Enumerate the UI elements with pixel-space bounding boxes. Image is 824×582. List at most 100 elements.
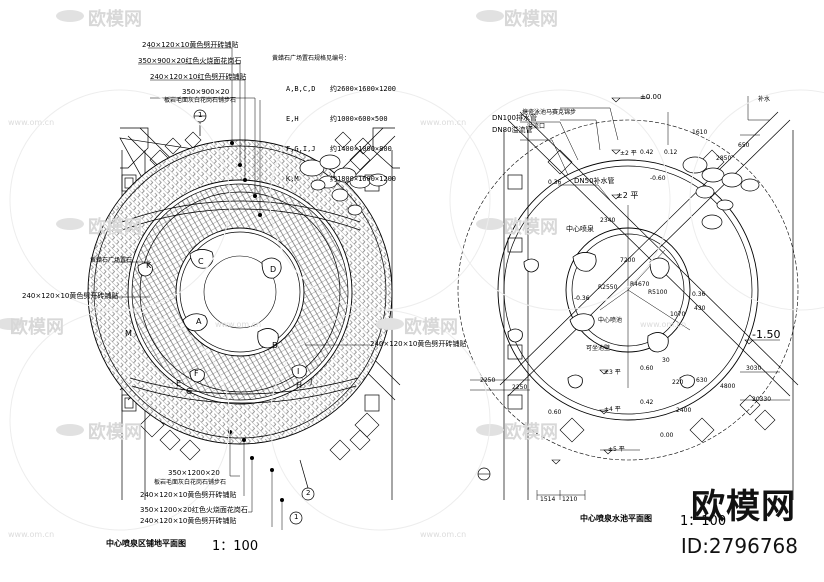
callout-bottom-5: 240×120×10黄色劈开砖铺贴: [140, 517, 237, 525]
elevation-label: ±3 平: [604, 369, 621, 376]
watermark-text: 欧模网: [88, 217, 142, 238]
callout-fountain: 中心喷泉: [566, 225, 594, 233]
dimension-label: 2340: [600, 217, 616, 224]
rock-label: E: [176, 379, 182, 388]
elevation-label: -0.36: [574, 295, 590, 302]
elevation-label: 0.36: [692, 291, 706, 298]
rock-label: K: [146, 261, 152, 270]
dimension-label: 430: [694, 305, 706, 312]
rock-label: H: [296, 381, 303, 390]
watermark-url: www.om.cn: [420, 118, 467, 127]
elevation-label: 0.12: [664, 149, 678, 156]
section-mark-label: 1: [294, 513, 299, 521]
elevation-label: 0.00: [660, 432, 674, 439]
left-leaders-bottom: [229, 432, 283, 530]
elevation-label: 0.42: [640, 399, 654, 406]
callout-seat-wall: 可坐池壁: [586, 345, 611, 352]
rock-label: J: [310, 377, 313, 386]
rock-label: M: [125, 329, 132, 338]
watermark-url: www.om.cn: [215, 320, 262, 329]
pipe-label: DN50补水管: [574, 177, 615, 185]
watermark-text: 欧模网: [404, 317, 458, 338]
callout-paving-top-4: 350×900×20: [182, 88, 230, 96]
callout-pool: 中心喷池: [598, 317, 623, 324]
dimension-label: 1610: [692, 129, 708, 136]
dimension-label: 2400: [676, 407, 692, 414]
rock-label: I: [297, 367, 300, 376]
left-boulder-cluster: [299, 154, 388, 216]
dimension-label: 2250: [480, 377, 496, 384]
callout-overflow: 溢流口: [527, 123, 546, 130]
left-section-markers: [193, 109, 315, 525]
callout-bottom-1: 350×1200×20: [168, 469, 220, 477]
watermark-text: 欧模网: [10, 317, 64, 338]
callout-left-rock: 黄蜡石广场置石: [90, 257, 133, 264]
elevation-label: ±4 平: [604, 406, 621, 413]
dimension-label: 650: [738, 142, 750, 149]
elev-top: ±0.00: [640, 93, 662, 101]
dimension-label: 2850: [716, 155, 732, 162]
right-plan: [457, 96, 799, 500]
dimension-label: 1210: [562, 496, 578, 503]
watermark-text: 欧模网: [88, 422, 142, 443]
dimension-label: 20330: [752, 396, 772, 403]
right-boulder-cluster: [682, 156, 760, 230]
dimension-label: R2550: [598, 284, 618, 291]
rock-label: C: [198, 257, 204, 266]
dimension-label: R4670: [630, 281, 650, 288]
elevation-label: ±2 平: [620, 150, 637, 157]
pipe-label: DN80溢流管: [492, 126, 533, 134]
watermark-text: 欧模网: [504, 9, 558, 30]
callout-bottom-4: 350×1200×20红色火烧面花岗石: [140, 506, 248, 514]
dimension-label: 30: [662, 357, 670, 364]
elevation-label: 0.60: [640, 365, 654, 372]
right-plan-scale: 1：100: [680, 514, 727, 529]
dimension-label: 2250: [512, 384, 528, 391]
callout-bottom-2: 板岩毛面灰白花岗石铺步石: [154, 479, 227, 486]
watermark-url: www.om.cn: [420, 530, 467, 539]
brand-id: ID:2796768: [680, 534, 798, 558]
rock-label: G: [186, 387, 193, 396]
elevation-label: 0.36: [548, 179, 562, 186]
elevation-label: ±5 平: [608, 446, 625, 453]
callout-mosaic: 搪瓷泳池马赛克锦步: [522, 109, 577, 116]
callout-paving-top-1: 240×120×10黄色劈开砖铺贴: [142, 41, 239, 49]
brand-watermark: 欧模网: [691, 487, 796, 527]
callout-paving-top-2: 350×900×20红色火烧面花岗石: [138, 57, 242, 65]
elevation-label: 0.60: [548, 409, 562, 416]
watermark-circles: [9, 89, 824, 531]
dimension-label: 1514: [540, 496, 556, 503]
right-plan-title: 中心喷泉水池平面图: [580, 514, 652, 523]
watermark-text: 欧模网: [504, 422, 558, 443]
callout-paving-top-3: 240×120×10红色劈开砖铺贴: [150, 73, 247, 81]
callout-bottom-3: 240×120×10黄色劈开砖铺贴: [140, 491, 237, 499]
left-feature-rocks: [137, 249, 307, 383]
legend-title: 黄蜡石广场置石规格见编号：: [272, 55, 351, 62]
left-plan: [87, 47, 401, 530]
rock-label: F: [194, 369, 199, 378]
elevation-label: ±2 平: [616, 191, 639, 200]
watermark-url: www.om.cn: [8, 530, 55, 539]
watermark-text: 欧模网: [504, 217, 558, 238]
callout-refill: 补水: [758, 96, 771, 103]
dimension-label: 1070: [670, 311, 686, 318]
rock-label: D: [270, 265, 277, 274]
left-plan-title: 中心喷泉区铺地平面图: [106, 539, 186, 548]
section-mark-label: 1: [198, 111, 203, 119]
callout-left-paving: 240×120×10黄色劈开砖铺贴: [22, 292, 119, 300]
dimension-label: 630: [696, 377, 708, 384]
pipe-label: DN100排水管: [492, 114, 537, 122]
watermark-text: 欧模网: [88, 9, 142, 30]
rock-label: A: [196, 317, 202, 326]
rock-label: B: [272, 341, 278, 350]
dimension-label: 4800: [720, 383, 736, 390]
left-leaders-top: [108, 47, 370, 346]
section-mark-label: 2: [306, 489, 311, 497]
watermark-tiles: [0, 10, 504, 436]
dimension-label: 7200: [620, 257, 636, 264]
